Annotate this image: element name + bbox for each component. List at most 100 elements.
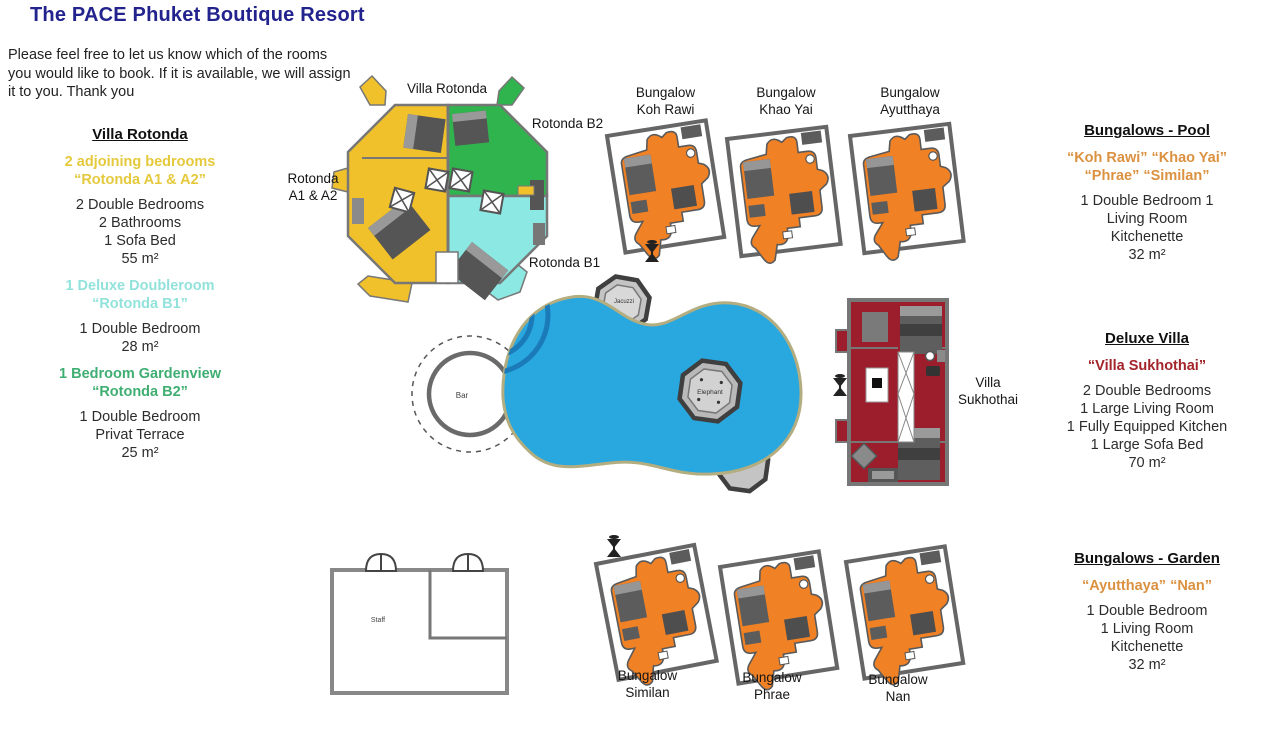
rotonda-a-title-line: 2 adjoining bedrooms <box>64 154 216 170</box>
elephant-label: Elephant <box>697 389 723 396</box>
bungalows-pool-heading: Bungalows - Pool <box>1084 122 1210 139</box>
rotonda-b1-title-line: 1 Deluxe Doubleroom <box>65 278 215 294</box>
villa-rotonda-info-panel: Villa Rotonda 2 adjoining bedrooms “Roto… <box>15 126 265 471</box>
map-label-line: Koh Rawi <box>636 102 695 117</box>
map-label-line: Rotonda <box>287 171 339 186</box>
bungalow-koh-rawi-floorplan <box>605 118 728 265</box>
deluxe-villa-details: 2 Double Bedrooms 1 Large Living Room 1 … <box>1037 382 1257 472</box>
detail-line: 32 m² <box>1128 657 1166 673</box>
palm-icon <box>832 373 848 397</box>
staff-label: Staff <box>371 617 385 624</box>
villa-sukhothai-floorplan <box>835 298 949 486</box>
detail-line: 1 Large Sofa Bed <box>1090 437 1204 453</box>
bungalow-khao-yai-floorplan <box>725 124 844 269</box>
rotonda-a-title-line: “Rotonda A1 & A2” <box>74 172 206 188</box>
rotonda-b1-title-line: “Rotonda B1” <box>92 296 188 312</box>
intro-line: it to you. Thank you <box>8 84 135 100</box>
map-label-bungalow-nan: Bungalow Nan <box>852 671 944 705</box>
map-label-line: Bungalow <box>756 85 816 100</box>
detail-line: Kitchenette <box>1110 229 1184 245</box>
map-label-line: Nan <box>885 689 911 704</box>
detail-line: 2 Double Bedrooms <box>75 197 205 213</box>
bungalows-pool-details: 1 Double Bedroom 1 Living Room Kitchenet… <box>1037 192 1257 264</box>
staff-building: Staff <box>330 552 509 695</box>
map-label-line: Ayutthaya <box>880 102 940 117</box>
map-label-line: Bungalow <box>742 670 802 685</box>
rotonda-b2-title-line: 1 Bedroom Gardenview <box>59 366 221 382</box>
deluxe-villa-heading: Deluxe Villa <box>1105 330 1189 347</box>
detail-line: 1 Double Bedroom 1 <box>1080 193 1214 209</box>
bungalows-garden-details: 1 Double Bedroom 1 Living Room Kitchenet… <box>1037 602 1257 674</box>
map-label-bungalow-similan: Bungalow Similan <box>600 667 695 701</box>
detail-line: 25 m² <box>121 445 159 461</box>
map-label-villa-rotonda: Villa Rotonda <box>406 81 488 96</box>
map-label-line: Bungalow <box>868 672 928 687</box>
detail-line: Privat Terrace <box>95 427 185 443</box>
pool-area: Bar Jacuzzi Elephant <box>411 274 803 494</box>
detail-line: 2 Bathrooms <box>98 215 182 231</box>
map-label-bungalow-phrae: Bungalow Phrae <box>726 669 818 703</box>
map-label-line: Bungalow <box>617 668 678 683</box>
detail-line: Kitchenette <box>1110 639 1184 655</box>
map-label-line: Phrae <box>753 687 791 702</box>
detail-line: Living Room <box>1106 211 1188 227</box>
bungalow-ayutthaya-floorplan <box>848 121 967 266</box>
rotonda-b2-title-line: “Rotonda B2” <box>92 384 188 400</box>
bar-label: Bar <box>456 391 469 400</box>
villa-name-line: “Villa Sukhothai” <box>1087 358 1207 374</box>
rotonda-b2-title: 1 Bedroom Gardenview “Rotonda B2” <box>15 365 265 401</box>
jacuzzi-label: Jacuzzi <box>614 299 634 305</box>
rotonda-b2-details: 1 Double Bedroom Privat Terrace 25 m² <box>15 408 265 462</box>
deluxe-villa-info-panel: Deluxe Villa “Villa Sukhothai” 2 Double … <box>1037 330 1257 481</box>
detail-line: 1 Fully Equipped Kitchen <box>1066 419 1228 435</box>
rotonda-b1-details: 1 Double Bedroom 28 m² <box>15 320 265 356</box>
map-label-rotonda-a: Rotonda A1 & A2 <box>278 170 348 204</box>
bungalow-name-line: “Koh Rawi” “Khao Yai” <box>1066 150 1228 166</box>
bungalow-name-line: “Ayutthaya” “Nan” <box>1082 578 1212 594</box>
page-title: The PACE Phuket Boutique Resort <box>30 4 365 26</box>
map-label-line: Sukhothai <box>957 392 1019 407</box>
map-label-line: Khao Yai <box>759 102 813 117</box>
detail-line: 1 Living Room <box>1100 621 1194 637</box>
intro-line: Please feel free to let us know which of… <box>8 47 328 63</box>
map-label-line: A1 & A2 <box>288 188 338 203</box>
detail-line: 1 Sofa Bed <box>104 233 176 249</box>
palm-icon <box>606 534 622 558</box>
map-label-line: Bungalow <box>635 85 696 100</box>
detail-line: 32 m² <box>1128 247 1166 263</box>
villa-rotonda-floorplan <box>331 74 549 303</box>
map-label-bungalow-khao-yai: Bungalow Khao Yai <box>740 84 832 118</box>
detail-line: 70 m² <box>1128 455 1166 471</box>
detail-line: 1 Double Bedroom <box>79 321 201 337</box>
intro-line: you would like to book. If it is availab… <box>8 65 351 82</box>
map-label-rotonda-b2: Rotonda B2 <box>531 116 604 131</box>
bungalows-pool-names: “Koh Rawi” “Khao Yai” “Phrae” “Similan” <box>1037 149 1257 185</box>
detail-line: 1 Double Bedroom <box>1086 603 1208 619</box>
map-label-line: Bungalow <box>880 85 940 100</box>
bungalow-name-line: “Phrae” “Similan” <box>1084 168 1210 184</box>
map-label-bungalow-koh-rawi: Bungalow Koh Rawi <box>618 84 713 118</box>
deluxe-villa-name: “Villa Sukhothai” <box>1037 357 1257 375</box>
bungalows-garden-names: “Ayutthaya” “Nan” <box>1037 577 1257 595</box>
elephant-platform <box>677 358 743 424</box>
detail-line: 1 Double Bedroom <box>79 409 201 425</box>
swimming-pool <box>501 294 803 476</box>
map-label-rotonda-b1: Rotonda B1 <box>528 255 601 270</box>
bungalows-garden-info-panel: Bungalows - Garden “Ayutthaya” “Nan” 1 D… <box>1037 550 1257 683</box>
map-label-line: Similan <box>625 685 670 700</box>
bungalows-garden-heading: Bungalows - Garden <box>1074 550 1220 567</box>
detail-line: 1 Large Living Room <box>1080 401 1214 417</box>
map-label-bungalow-ayutthaya: Bungalow Ayutthaya <box>860 84 960 118</box>
detail-line: 55 m² <box>121 251 159 267</box>
rotonda-b1-title: 1 Deluxe Doubleroom “Rotonda B1” <box>15 277 265 313</box>
map-label-line: Villa <box>975 375 1001 390</box>
detail-line: 28 m² <box>121 339 159 355</box>
pool-bar <box>426 350 514 438</box>
bungalow-nan-floorplan <box>844 544 967 691</box>
rotonda-a-title: 2 adjoining bedrooms “Rotonda A1 & A2” <box>15 153 265 189</box>
intro-text: Please feel free to let us know which of… <box>8 46 351 102</box>
rotonda-a-details: 2 Double Bedrooms 2 Bathrooms 1 Sofa Bed… <box>15 196 265 268</box>
detail-line: 2 Double Bedrooms <box>1082 383 1212 399</box>
